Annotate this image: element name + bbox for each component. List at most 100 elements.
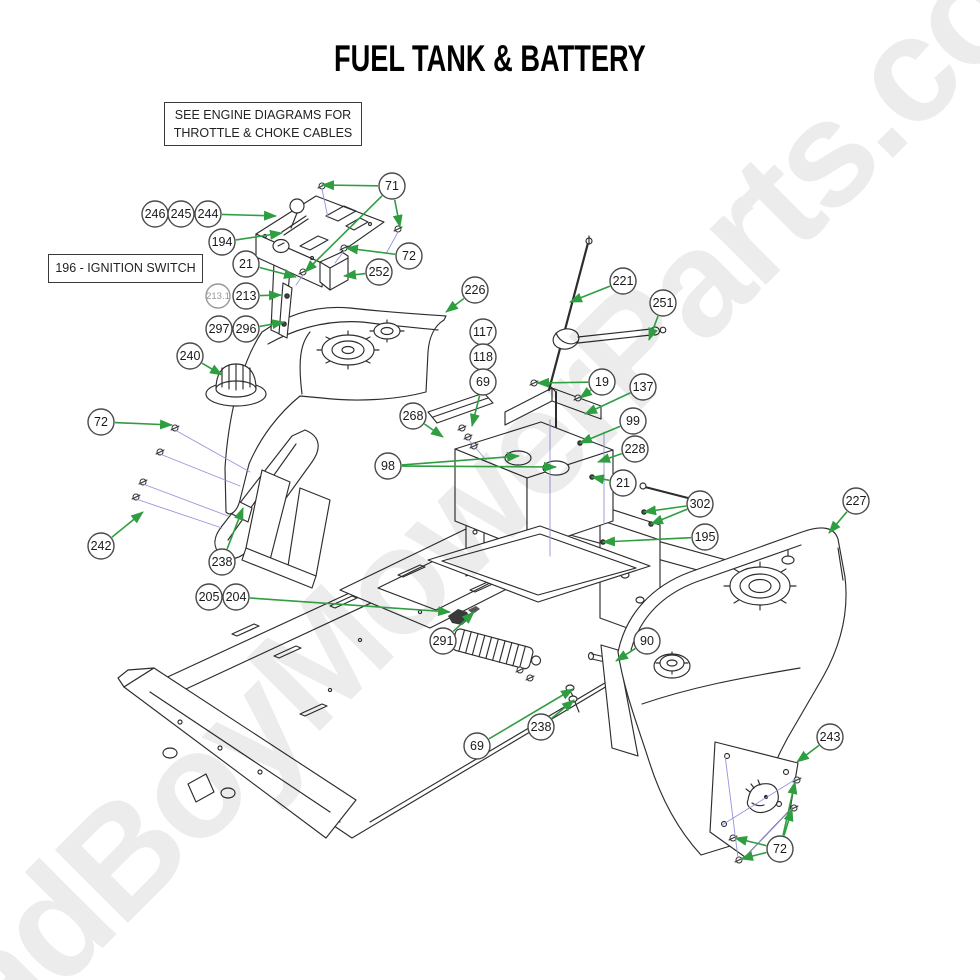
callout-213-1-8[interactable]: 213.1	[205, 283, 231, 309]
callout-number: 99	[626, 414, 640, 428]
callout-302-29[interactable]: 302	[643, 490, 714, 525]
right-fuel-gauge-drawing	[653, 651, 691, 679]
callout-195-30[interactable]: 195	[602, 523, 719, 551]
callout-number: 117	[473, 325, 493, 339]
callout-circle[interactable]	[232, 250, 260, 278]
callout-circle[interactable]	[609, 267, 637, 295]
callout-244-4[interactable]: 244	[194, 200, 277, 228]
control-panel-drawing	[255, 195, 385, 339]
callout-circle[interactable]	[232, 282, 260, 310]
callout-circle[interactable]	[365, 258, 393, 286]
callout-circle[interactable]	[649, 289, 677, 317]
callout-circle[interactable]	[399, 402, 427, 430]
callout-arrow	[597, 452, 623, 463]
callout-205-32[interactable]: 205	[195, 583, 223, 611]
callout-circle[interactable]	[378, 172, 406, 200]
callout-72-39[interactable]: 72	[734, 781, 798, 863]
callout-circle[interactable]	[619, 407, 647, 435]
callout-circle[interactable]	[609, 469, 637, 497]
callout-213-9[interactable]: 213	[232, 282, 282, 310]
callout-118-15[interactable]: 118	[469, 343, 497, 371]
callout-circle[interactable]	[176, 342, 204, 370]
callout-circle[interactable]	[629, 373, 657, 401]
callout-circle[interactable]	[686, 490, 714, 518]
callout-arrow	[536, 377, 589, 388]
callout-69-37[interactable]: 69	[463, 688, 574, 760]
callout-circle[interactable]	[208, 228, 236, 256]
callout-194-5[interactable]: 194	[208, 228, 283, 256]
callout-circle[interactable]	[691, 523, 719, 551]
callout-arrow	[424, 423, 444, 438]
callout-circle[interactable]	[205, 283, 231, 309]
callout-circle[interactable]	[633, 627, 661, 655]
callout-69-16[interactable]: 69	[469, 368, 497, 427]
callout-21-23[interactable]: 21	[591, 469, 637, 497]
callout-arrow	[643, 505, 687, 516]
callout-circle[interactable]	[527, 713, 555, 741]
callout-number: 21	[239, 257, 253, 271]
callout-circle[interactable]	[87, 408, 115, 436]
right-fuel-tank-drawing	[600, 527, 847, 856]
callout-268-24[interactable]: 268	[399, 402, 444, 438]
front-bumper-drawing	[117, 667, 357, 839]
callout-circle[interactable]	[374, 452, 402, 480]
callout-circle[interactable]	[816, 723, 844, 751]
callout-90-35[interactable]: 90	[615, 627, 661, 662]
callout-arrow	[488, 688, 574, 740]
callout-number: 213.1	[206, 291, 230, 302]
callout-circle[interactable]	[766, 835, 794, 863]
callout-251-18[interactable]: 251	[648, 289, 677, 341]
callout-291-34[interactable]: 291	[429, 611, 475, 655]
callout-number: 195	[695, 530, 716, 544]
callout-circle[interactable]	[208, 548, 236, 576]
callout-296-11[interactable]: 296	[232, 315, 285, 343]
callout-circle[interactable]	[429, 627, 457, 655]
callout-226-13[interactable]: 226	[445, 276, 489, 313]
callout-245-3[interactable]: 245	[167, 200, 195, 228]
callout-number: 242	[91, 539, 112, 553]
callout-238-36[interactable]: 238	[527, 699, 575, 741]
callout-72-26[interactable]: 72	[87, 408, 173, 436]
callout-number: 221	[613, 274, 634, 288]
callout-204-33[interactable]: 204	[222, 583, 451, 617]
callout-228-22[interactable]: 228	[597, 435, 649, 463]
callout-circle[interactable]	[205, 315, 233, 343]
callout-number: 72	[773, 842, 787, 856]
callout-221-17[interactable]: 221	[569, 267, 637, 303]
callout-242-27[interactable]: 242	[87, 511, 144, 560]
callout-117-14[interactable]: 117	[469, 318, 497, 346]
callout-72-1[interactable]: 72	[345, 242, 423, 270]
callout-98-25[interactable]: 98	[374, 451, 557, 480]
callout-number: 252	[369, 265, 390, 279]
callout-circle[interactable]	[167, 200, 195, 228]
callout-circle[interactable]	[194, 200, 222, 228]
callout-252-7[interactable]: 252	[343, 258, 393, 286]
callout-circle[interactable]	[842, 487, 870, 515]
callout-21-6[interactable]: 21	[232, 250, 297, 279]
callout-circle[interactable]	[232, 315, 260, 343]
callout-circle[interactable]	[222, 583, 250, 611]
callout-circle[interactable]	[588, 368, 616, 396]
callout-137-20[interactable]: 137	[584, 373, 657, 415]
callout-arrow	[740, 851, 767, 861]
callout-circle[interactable]	[195, 583, 223, 611]
callout-circle[interactable]	[461, 276, 489, 304]
callout-circle[interactable]	[87, 532, 115, 560]
callout-71-0[interactable]: 71	[304, 172, 406, 273]
callout-243-38[interactable]: 243	[796, 723, 844, 763]
callout-number: 71	[385, 179, 399, 193]
callout-297-10[interactable]: 297	[205, 315, 233, 343]
callout-circle[interactable]	[469, 368, 497, 396]
callout-227-31[interactable]: 227	[828, 487, 870, 534]
callout-circle[interactable]	[621, 435, 649, 463]
callout-19-19[interactable]: 19	[536, 368, 616, 399]
callout-99-21[interactable]: 99	[579, 407, 647, 444]
callout-246-2[interactable]: 246	[141, 200, 169, 228]
callout-circle[interactable]	[463, 732, 491, 760]
callout-arrow	[111, 511, 144, 538]
battery-drawing	[454, 421, 614, 551]
callout-238-28[interactable]: 238	[208, 507, 244, 576]
callout-240-12[interactable]: 240	[176, 342, 223, 376]
callout-circle[interactable]	[395, 242, 423, 270]
